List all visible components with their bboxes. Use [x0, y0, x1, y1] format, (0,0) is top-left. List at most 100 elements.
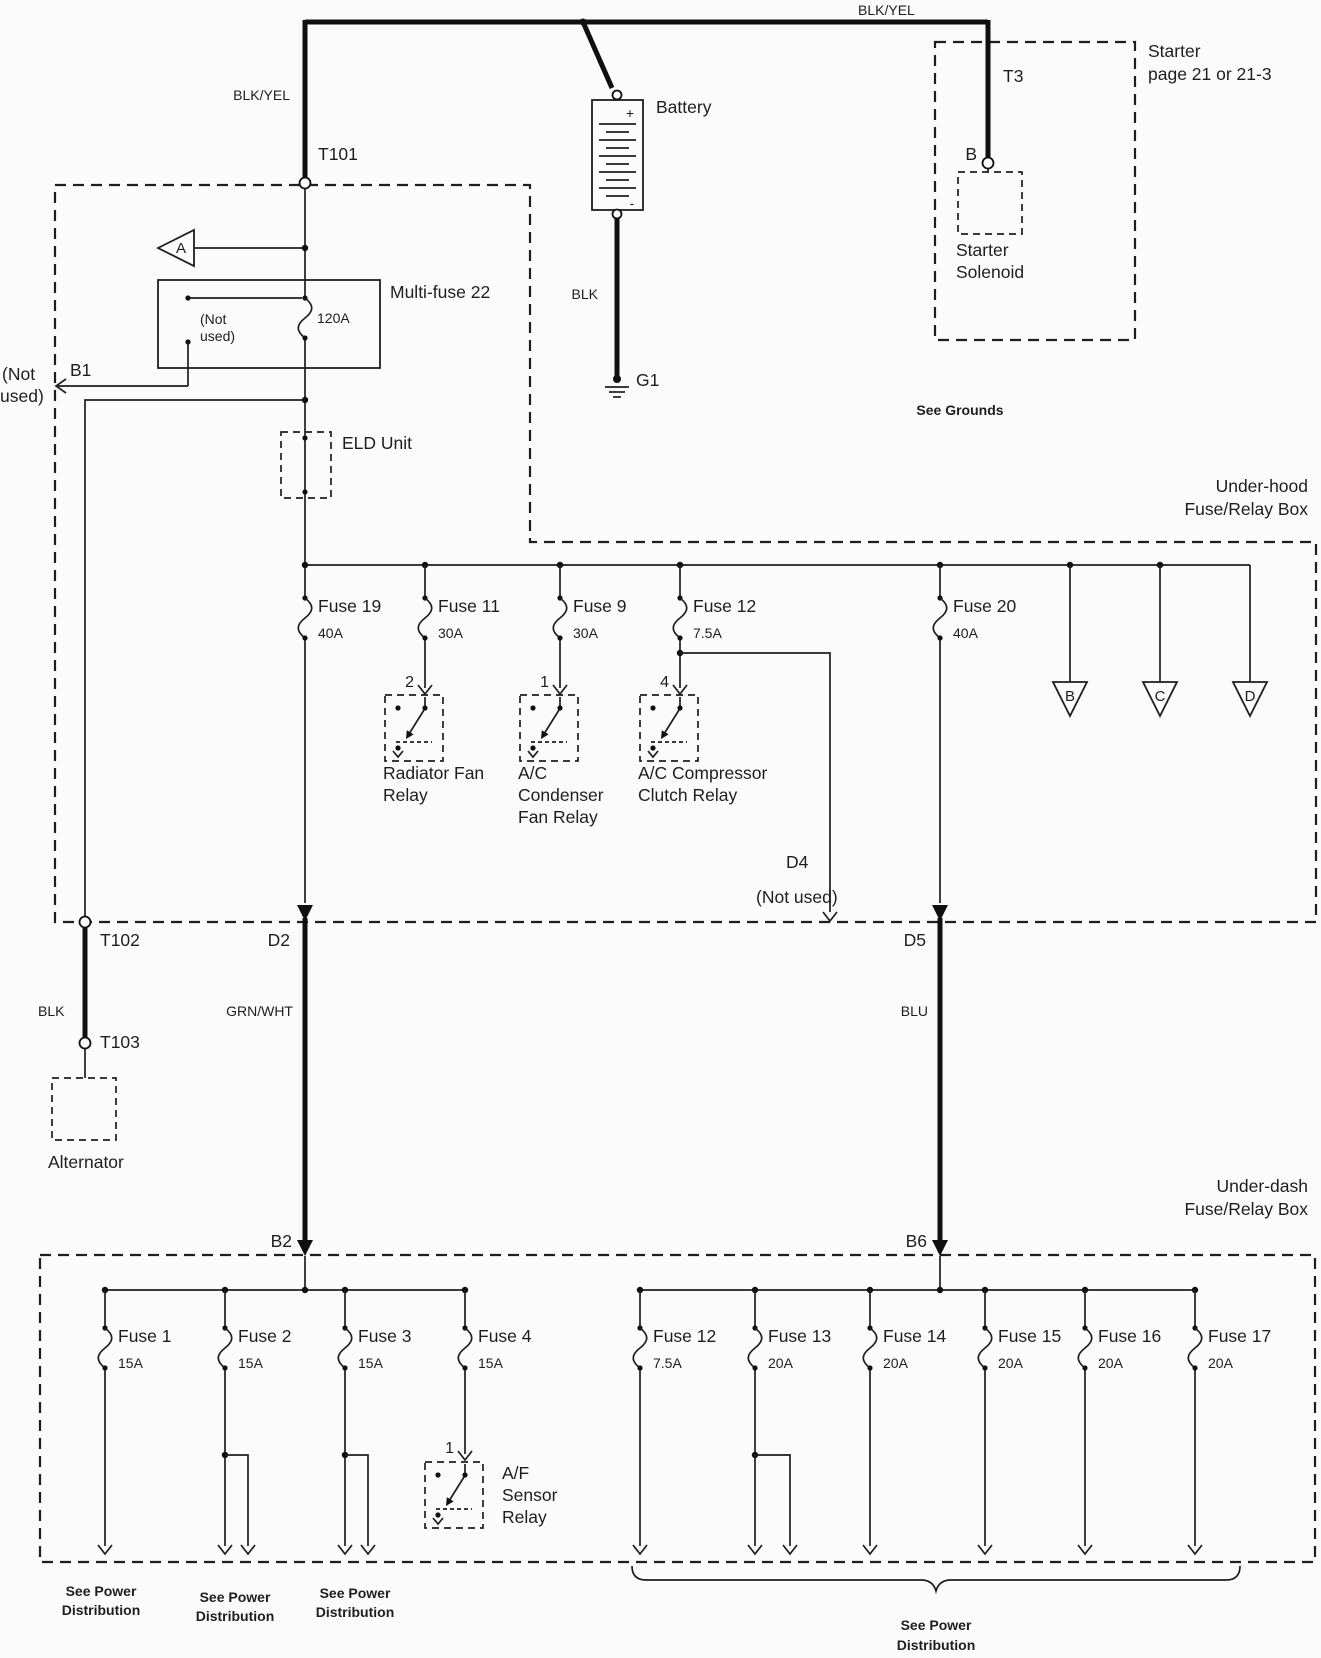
- power-distribution-brace: See Power Distribution: [631, 1565, 1241, 1653]
- battery-negative-terminal: [611, 208, 623, 220]
- fuse-17-label: Fuse 17: [1208, 1326, 1271, 1346]
- starter-pin-b-label: B: [965, 144, 977, 164]
- eld-unit: ELD Unit: [280, 431, 412, 499]
- fuse-11-amp: 30A: [438, 625, 464, 641]
- alternator-feed-riser: [84, 399, 305, 916]
- triangle-a-letter: A: [176, 240, 186, 257]
- battery-feed-wires: BLK/YEL BLK/YEL T101: [233, 2, 991, 178]
- blk-wire-label-battery: BLK: [572, 286, 599, 302]
- radiator-fan-relay-name-line2: Relay: [383, 785, 428, 805]
- ac-compressor-clutch-relay-name-line2: Clutch Relay: [638, 785, 737, 805]
- fuse-12-underdash: Fuse 12 7.5A: [632, 1290, 716, 1555]
- starter-section: Starter page 21 or 21-3 T3 B Starter Sol…: [933, 40, 1272, 342]
- fuse-20-amp: 40A: [953, 625, 979, 641]
- see-power-brace-line2: Distribution: [897, 1637, 976, 1653]
- multi-fuse-not-used-line2: used): [200, 328, 235, 344]
- fuse-16-amp: 20A: [1098, 1355, 1124, 1371]
- t102-terminal: [78, 915, 92, 929]
- grn-wht-wire-label: GRN/WHT: [226, 1003, 293, 1019]
- fuse-20: Fuse 20 40A: [932, 565, 1016, 903]
- fuse-13-label: Fuse 13: [768, 1326, 831, 1346]
- multi-fuse-amp: 120A: [317, 310, 350, 326]
- power-distribution-note-2: See Power Distribution: [196, 1589, 275, 1624]
- t102-label: T102: [100, 930, 140, 950]
- b2-label: B2: [271, 1231, 292, 1251]
- see-power-2-line2: Distribution: [196, 1608, 275, 1624]
- fuse-3-label: Fuse 3: [358, 1326, 412, 1346]
- see-power-1-line1: See Power: [66, 1583, 137, 1599]
- g1-label: G1: [636, 370, 659, 390]
- battery-label: Battery: [656, 97, 712, 117]
- fuse-14: Fuse 14 20A: [862, 1290, 946, 1555]
- af-sensor-relay-pin: 1: [445, 1440, 454, 1457]
- see-power-1-line2: Distribution: [62, 1602, 141, 1618]
- fuse-11: Fuse 11 30A: [417, 565, 500, 695]
- ac-condenser-fan-relay-name-line3: Fan Relay: [518, 807, 598, 827]
- fuse-3: Fuse 3 15A: [337, 1290, 412, 1555]
- power-distribution-note-1: See Power Distribution: [62, 1583, 141, 1618]
- t103-label: T103: [100, 1032, 140, 1052]
- blk-yel-left-label: BLK/YEL: [233, 87, 290, 103]
- radiator-fan-relay-pin: 2: [405, 674, 414, 691]
- blu-wire-label: BLU: [901, 1003, 928, 1019]
- fuse-12-underdash-label: Fuse 12: [653, 1326, 716, 1346]
- starter-ref-line1: Starter: [1148, 41, 1201, 61]
- fuse-13: Fuse 13 20A: [747, 1290, 831, 1555]
- fuse-4-amp: 15A: [478, 1355, 504, 1371]
- underhood-fuse-relay-box: Under-hood Fuse/Relay Box: [53, 183, 1318, 924]
- t3-label: T3: [1003, 66, 1023, 86]
- underhood-box-label-line2: Fuse/Relay Box: [1184, 499, 1308, 519]
- fuse-9-label: Fuse 9: [573, 596, 627, 616]
- battery-plus-sign: +: [626, 105, 634, 121]
- b6-label: B6: [906, 1231, 927, 1251]
- fuse-16: Fuse 16 20A: [1077, 1290, 1161, 1555]
- d2-label: D2: [268, 930, 290, 950]
- fuse-16-label: Fuse 16: [1098, 1326, 1161, 1346]
- battery-minus-sign: -: [630, 195, 635, 211]
- fuse-12-underhood-amp: 7.5A: [693, 625, 722, 641]
- fuse-2: Fuse 2 15A: [217, 1290, 292, 1555]
- fuse-19-amp: 40A: [318, 625, 344, 641]
- fuse-13-amp: 20A: [768, 1355, 794, 1371]
- radiator-fan-relay-name-line1: Radiator Fan: [383, 763, 484, 783]
- fuse-17: Fuse 17 20A: [1187, 1290, 1271, 1555]
- d4-not-used-label: (Not used): [756, 887, 838, 907]
- underdash-box-label-line1: Under-dash: [1217, 1176, 1308, 1196]
- underhood-power-bus: [301, 561, 1250, 569]
- fuse-1-label: Fuse 1: [118, 1326, 172, 1346]
- starter-solenoid-label-line2: Solenoid: [956, 262, 1024, 282]
- d4-connector: D4 (Not used): [676, 649, 838, 922]
- battery-positive-terminal: [611, 89, 623, 101]
- fuse-15-label: Fuse 15: [998, 1326, 1061, 1346]
- t103-terminal: [78, 1036, 92, 1050]
- ac-condenser-fan-relay-name-line1: A/C: [518, 763, 547, 783]
- see-grounds-note: See Grounds: [916, 402, 1003, 418]
- ac-compressor-clutch-relay-name-line1: A/C Compressor: [638, 763, 768, 783]
- triangle-d-connector: D: [1231, 565, 1269, 719]
- power-distribution-note-3: See Power Distribution: [316, 1585, 395, 1620]
- t101-terminal: [298, 176, 312, 190]
- ground-g1: BLK G1: [572, 218, 659, 398]
- starter-solenoid-box: [957, 171, 1023, 235]
- fuse-1-amp: 15A: [118, 1355, 144, 1371]
- t101-label: T101: [318, 144, 358, 164]
- fuse-12-underhood-label: Fuse 12: [693, 596, 756, 616]
- fuse-4: Fuse 4 15A: [457, 1290, 532, 1461]
- see-power-brace-line1: See Power: [901, 1617, 972, 1633]
- fuse-19-label: Fuse 19: [318, 596, 381, 616]
- b1-label: B1: [70, 360, 91, 380]
- ac-compressor-clutch-relay: 4 A/C Compressor Clutch Relay: [638, 674, 768, 805]
- af-sensor-relay-name-line1: A/F: [502, 1463, 529, 1483]
- underdash-left-bus: [101, 1286, 469, 1294]
- d2-b2-wire: GRN/WHT B2: [226, 905, 313, 1290]
- fuse-12-underhood: Fuse 12 7.5A: [672, 565, 756, 695]
- starter-ref-line2: page 21 or 21-3: [1148, 64, 1272, 84]
- ac-condenser-fan-relay: 1 A/C Condenser Fan Relay: [518, 674, 604, 827]
- multi-fuse-22: Multi-fuse 22 (Not used) 120A: [157, 279, 490, 369]
- af-sensor-relay-name-line2: Sensor: [502, 1485, 558, 1505]
- blk-wire-label-alternator: BLK: [38, 1003, 65, 1019]
- fuse-4-label: Fuse 4: [478, 1326, 532, 1346]
- b1-not-used-line2: used): [0, 386, 44, 406]
- see-power-3-line1: See Power: [320, 1585, 391, 1601]
